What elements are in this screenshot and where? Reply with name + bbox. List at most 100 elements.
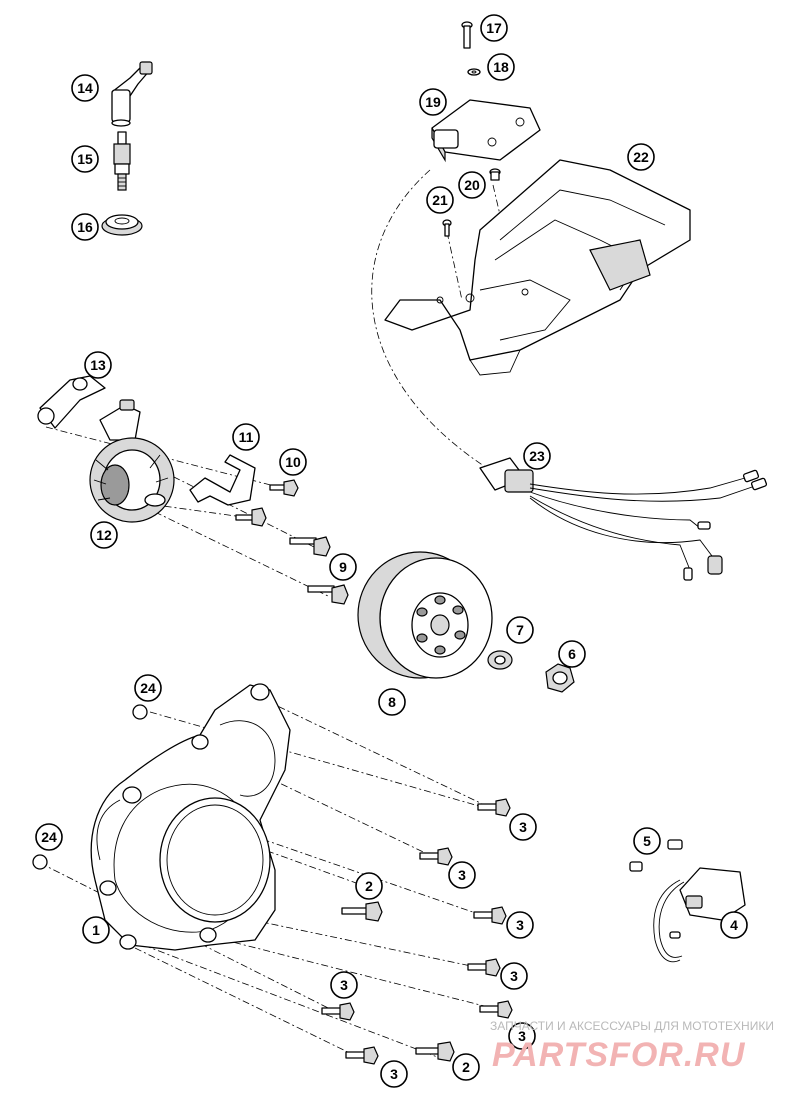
- bushing-20-part: [489, 168, 501, 181]
- electronics-bracket-part: [384, 159, 691, 376]
- watermark: ЗАПЧАСТИ И АКСЕССУАРЫ ДЛЯ МОТОТЕХНИКИ PA…: [490, 1019, 774, 1074]
- svg-text:2: 2: [365, 878, 373, 894]
- bolt-9-lower-part: [307, 584, 349, 605]
- callout-14: 14: [71, 74, 99, 102]
- bolt-17-part: [461, 21, 473, 49]
- callout-24-lower: 24: [35, 823, 63, 851]
- spark-plug-part: [113, 131, 131, 191]
- callout-22: 22: [627, 143, 655, 171]
- svg-text:18: 18: [493, 59, 509, 75]
- ignition-cover-part: [90, 683, 291, 951]
- svg-text:4: 4: [730, 917, 738, 933]
- svg-text:7: 7: [516, 622, 524, 638]
- seal-ring-part: [101, 214, 143, 236]
- cable-holder-part: [37, 375, 106, 429]
- svg-text:9: 9: [339, 559, 347, 575]
- bolt-3-c-part: [473, 906, 507, 925]
- svg-text:3: 3: [516, 917, 524, 933]
- callout-3-e: 3: [330, 971, 358, 999]
- callout-8: 8: [378, 688, 406, 716]
- svg-text:16: 16: [77, 219, 93, 235]
- svg-text:8: 8: [388, 694, 396, 710]
- bracket-plate-part: [189, 454, 256, 506]
- washer-18-part: [467, 68, 481, 76]
- ignition-coil-part: [653, 867, 746, 963]
- watermark-brand: PARTSFOR.RU: [492, 1036, 746, 1074]
- bolt-3-d-part: [467, 958, 501, 977]
- bolt-3-e-part: [321, 1002, 355, 1021]
- callout-12: 12: [90, 521, 118, 549]
- plug-24-upper-part: [132, 704, 148, 720]
- svg-text:24: 24: [140, 680, 156, 696]
- callout-9: 9: [329, 553, 357, 581]
- callout-3-d: 3: [500, 962, 528, 990]
- callout-2-lower: 2: [452, 1053, 480, 1081]
- wiring-harness-part: [479, 457, 768, 581]
- callout-19: 19: [419, 88, 447, 116]
- callout-3-g: 3: [380, 1060, 408, 1088]
- svg-text:24: 24: [41, 829, 57, 845]
- spark-plug-cap-part: [111, 61, 153, 127]
- bolt-9-upper-part: [289, 536, 331, 557]
- svg-text:3: 3: [510, 968, 518, 984]
- callout-3-c: 3: [506, 911, 534, 939]
- svg-text:3: 3: [518, 1028, 526, 1044]
- svg-text:1: 1: [92, 922, 100, 938]
- control-unit-part: [431, 99, 541, 163]
- callout-3-f: 3: [508, 1022, 536, 1050]
- svg-text:3: 3: [390, 1066, 398, 1082]
- callout-3-b: 3: [448, 861, 476, 889]
- washer-7-part: [487, 650, 513, 670]
- svg-text:19: 19: [425, 94, 441, 110]
- bolt-10-part: [269, 479, 299, 497]
- svg-text:13: 13: [90, 357, 106, 373]
- svg-text:11: 11: [239, 429, 254, 445]
- svg-text:17: 17: [486, 20, 502, 36]
- bolt-3-f-part: [479, 1000, 513, 1019]
- plug-24-lower-part: [32, 854, 48, 870]
- callout-6: 6: [558, 640, 586, 668]
- callout-1: 1: [82, 916, 110, 944]
- svg-text:14: 14: [77, 80, 93, 96]
- bolt-3-g-part: [345, 1046, 379, 1065]
- svg-text:3: 3: [519, 819, 527, 835]
- callout-20: 20: [458, 171, 486, 199]
- screw-5-b-part: [629, 861, 643, 872]
- svg-text:22: 22: [633, 149, 649, 165]
- callout-17: 17: [480, 14, 508, 42]
- svg-text:5: 5: [643, 833, 651, 849]
- bolt-3-a-part: [477, 798, 511, 817]
- bolt-2-lower-part: [415, 1041, 455, 1062]
- rotor-part: [357, 551, 493, 679]
- screw-5-a-part: [667, 839, 683, 850]
- callout-3-a: 3: [509, 813, 537, 841]
- callout-10: 10: [279, 448, 307, 476]
- svg-text:2: 2: [462, 1059, 470, 1075]
- callout-15: 15: [71, 145, 99, 173]
- bolt-3-b-part: [419, 847, 453, 866]
- svg-text:3: 3: [340, 977, 348, 993]
- svg-text:20: 20: [464, 177, 480, 193]
- callout-2-upper: 2: [355, 872, 383, 900]
- callout-21: 21: [426, 186, 454, 214]
- callout-16: 16: [71, 213, 99, 241]
- svg-text:23: 23: [529, 448, 545, 464]
- svg-text:6: 6: [568, 646, 576, 662]
- svg-text:21: 21: [432, 192, 448, 208]
- svg-text:15: 15: [77, 151, 93, 167]
- screw-21-part: [442, 219, 452, 237]
- stator-part: [89, 399, 175, 523]
- watermark-caption: ЗАПЧАСТИ И АКСЕССУАРЫ ДЛЯ МОТОТЕХНИКИ: [490, 1019, 774, 1033]
- nut-6-part: [545, 663, 575, 693]
- callout-5: 5: [633, 827, 661, 855]
- callout-11: 11: [232, 423, 260, 451]
- callout-7: 7: [506, 616, 534, 644]
- bolt-2-upper-part: [341, 901, 383, 922]
- callout-24-upper: 24: [134, 674, 162, 702]
- callout-13: 13: [84, 351, 112, 379]
- svg-text:3: 3: [458, 867, 466, 883]
- bolt-12-part: [235, 507, 267, 527]
- callout-4: 4: [720, 911, 748, 939]
- svg-text:10: 10: [285, 454, 301, 470]
